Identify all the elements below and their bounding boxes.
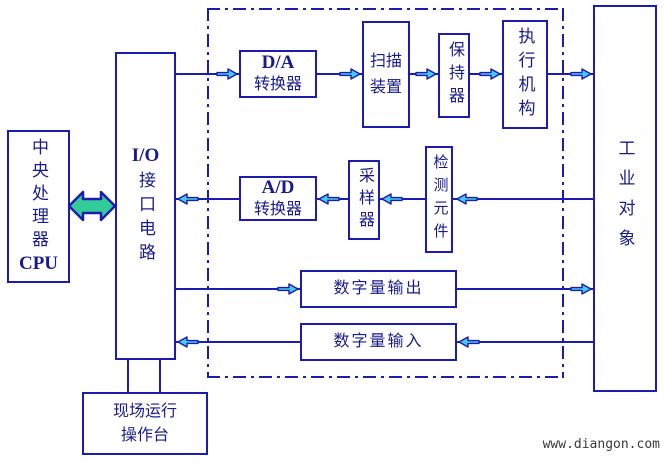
holder-box: 保持器 (438, 33, 470, 118)
connector-line (457, 288, 594, 290)
industrial-object-label: 工业对象 (615, 138, 635, 259)
industrial-object-box: 工业对象 (593, 5, 657, 392)
cpu-label-en: CPU (18, 253, 59, 274)
console-label-2: 操作台 (120, 426, 169, 444)
digital-input-box: 数字量输入 (300, 323, 457, 361)
arrow-left-icon (177, 336, 199, 348)
connector-line (176, 198, 240, 200)
io-label-en: I/O (131, 145, 160, 166)
arrow-right-icon (339, 68, 361, 80)
arrow-left-icon (456, 193, 478, 205)
sampler-label: 采样器 (356, 167, 373, 233)
connector-line (176, 73, 240, 75)
system-boundary-left (207, 8, 209, 378)
sampler-box: 采样器 (348, 160, 380, 240)
arrow-left-icon (381, 193, 403, 205)
connector-line (453, 198, 594, 200)
connector-line (457, 341, 594, 343)
bidirectional-arrow-icon (67, 187, 117, 225)
arrow-left-icon (318, 193, 340, 205)
console-box: 现场运行 操作台 (82, 392, 208, 455)
arrow-left-icon (458, 336, 480, 348)
system-boundary-top (207, 8, 564, 10)
detector-label: 检测元件 (431, 153, 448, 246)
cpu-label-zh: 中央处理器 (29, 138, 48, 253)
scanner-box: 扫描 装置 (362, 21, 410, 128)
scanner-label-1: 扫描 (369, 52, 402, 70)
arrow-right-icon (216, 68, 238, 80)
digital-output-label: 数字量输出 (333, 280, 424, 297)
ad-label-en: A/D (261, 176, 295, 198)
io-label-zh: 接口电路 (136, 171, 155, 267)
scanner-label-2: 装置 (369, 78, 402, 96)
digital-output-box: 数字量输出 (300, 270, 457, 308)
holder-label: 保持器 (446, 41, 463, 110)
da-converter-box: D/A 转换器 (239, 50, 317, 98)
io-interface-box: I/O 接口电路 (115, 52, 176, 360)
connector-line (176, 288, 301, 290)
connector-line (176, 341, 301, 343)
arrow-right-icon (479, 68, 501, 80)
arrow-right-icon (415, 68, 437, 80)
cpu-box: 中央处理器 CPU (7, 130, 70, 283)
system-boundary-right (562, 8, 564, 378)
arrow-left-icon (177, 193, 199, 205)
connector-line (380, 198, 426, 200)
detector-box: 检测元件 (425, 146, 453, 253)
actuator-label: 执行机构 (515, 26, 535, 123)
arrow-right-icon (570, 283, 592, 295)
system-boundary-bottom (207, 376, 564, 378)
arrow-right-icon (277, 283, 299, 295)
watermark-text: www.diangon.com (542, 437, 660, 452)
ad-label-zh: 转换器 (253, 200, 302, 218)
actuator-box: 执行机构 (502, 20, 548, 129)
connector-line (127, 360, 129, 393)
da-label-zh: 转换器 (253, 76, 302, 93)
ad-converter-box: A/D 转换器 (239, 176, 317, 221)
console-label-1: 现场运行 (112, 402, 177, 420)
digital-input-label: 数字量输入 (333, 333, 424, 350)
arrow-right-icon (570, 68, 592, 80)
connector-line (159, 360, 161, 393)
da-label-en: D/A (261, 52, 295, 73)
